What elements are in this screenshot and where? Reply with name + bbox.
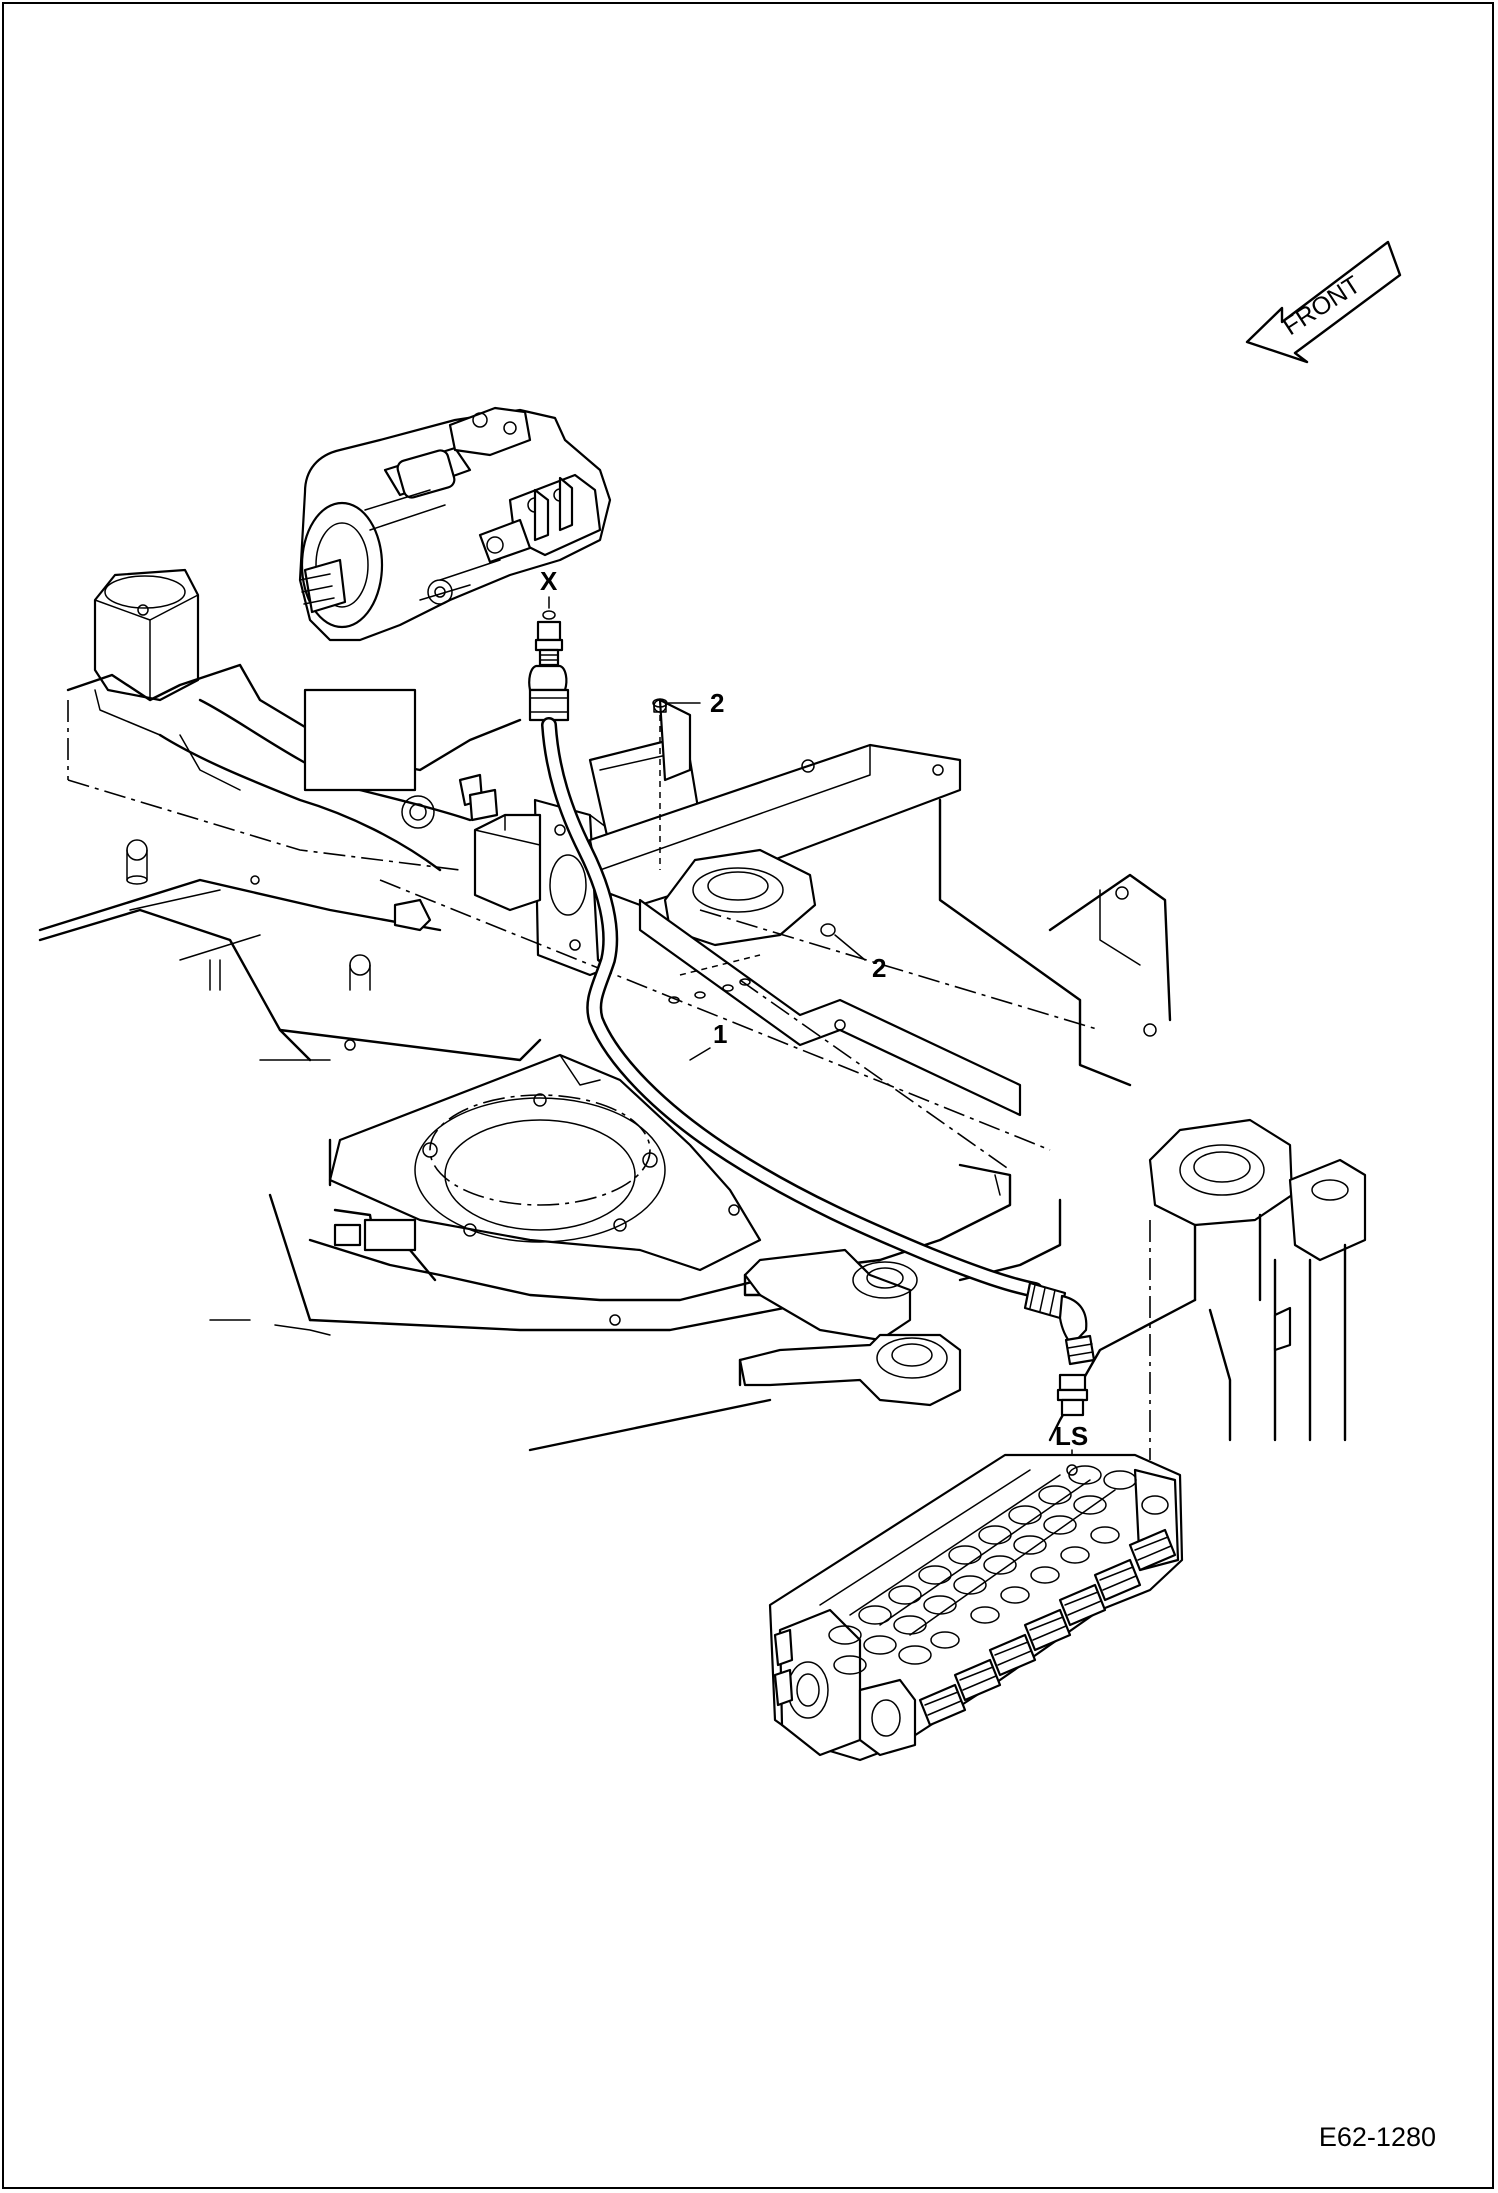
drawing-number: E62-1280 (1318, 2122, 1436, 2152)
item-1-label: 1 (713, 1019, 727, 1049)
valve-spool-caps (918, 1528, 1177, 1727)
swing-bracket (528, 1248, 962, 1452)
port-x-label: X (540, 566, 558, 596)
control-valve-block (768, 1453, 1184, 1762)
adapter-fitting-upper (534, 620, 564, 667)
hydraulic-hose (528, 664, 1096, 1366)
hydraulic-pump (298, 406, 612, 642)
lower-deck-structure (38, 773, 1151, 1460)
screw-item-2-top (652, 698, 701, 713)
screw-item-2-lower (820, 923, 866, 961)
port-ls-label: LS (1055, 1421, 1088, 1451)
item-2-label-top: 2 (710, 688, 724, 718)
adapter-fitting-lower (1056, 1373, 1089, 1417)
front-label: FRONT (1278, 271, 1365, 341)
front-arrow-icon: FRONT (1245, 240, 1402, 364)
item-2-label-lower: 2 (872, 953, 886, 983)
